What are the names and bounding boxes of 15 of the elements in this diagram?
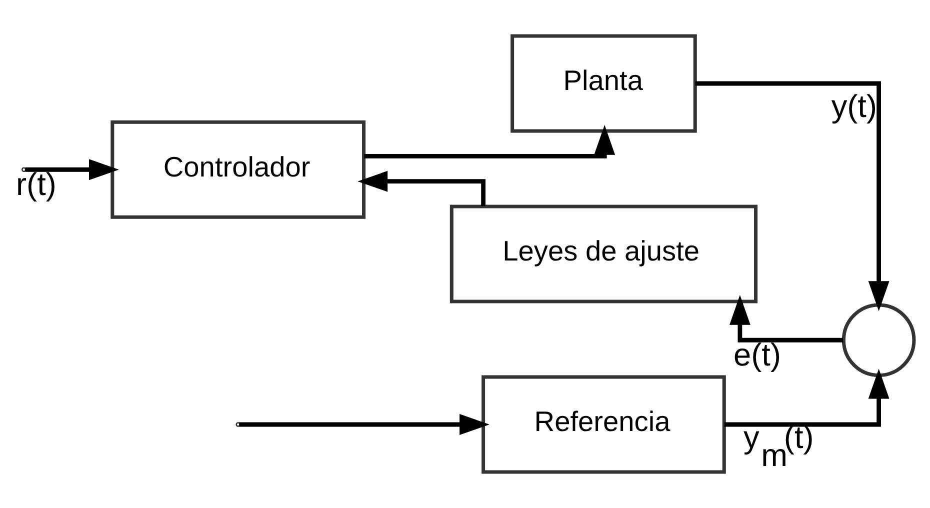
- arrow: [239, 414, 490, 435]
- arrow: [364, 124, 616, 158]
- edge-label: e(t): [734, 336, 781, 372]
- edge-label: r(t): [16, 166, 56, 202]
- edge-label: y(t): [831, 88, 878, 124]
- node-box: Planta: [510, 34, 697, 133]
- node-box: Leyes de ajuste: [450, 204, 758, 304]
- arrow: [25, 159, 119, 180]
- arrow: [729, 294, 844, 342]
- node-circle: [842, 303, 916, 378]
- node-box: Referencia: [482, 375, 726, 474]
- arrow: [358, 170, 486, 206]
- arrow: [724, 368, 890, 427]
- arrow: [695, 81, 890, 312]
- node-box: Controlador: [110, 120, 366, 219]
